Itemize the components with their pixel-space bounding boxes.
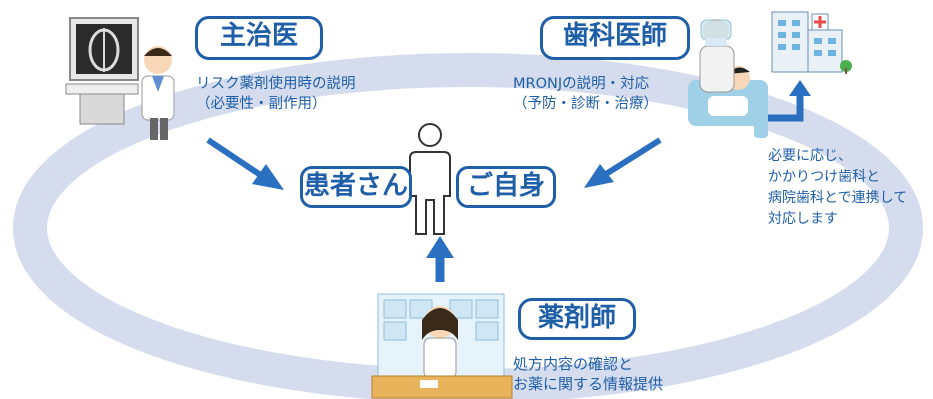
patient-right-box: ご自身: [456, 166, 556, 208]
pharmacist-title-box: 薬剤師: [518, 298, 636, 340]
doctor-title-box: 主治医: [195, 16, 323, 60]
hospital-building-icon: [771, 11, 852, 74]
arrow-dentist-to-patient: [584, 137, 662, 188]
cooperation-line-1: 必要に応じ、: [768, 148, 852, 164]
doctor-line-2: （必要性・副作用）: [196, 96, 327, 112]
dentist-title: 歯科医師: [562, 21, 667, 51]
pharmacist-description: 処方内容の確認と お薬に関する情報提供: [513, 354, 663, 394]
arrow-doctor-to-patient: [206, 137, 284, 190]
patient-silhouette-icon: [409, 123, 451, 235]
doctor-xray-illustration: [65, 17, 175, 140]
dentist-line-1: MRONJの説明・対応: [513, 76, 650, 92]
pharmacist-illustration: [371, 293, 513, 399]
pharmacist-line-1: 処方内容の確認と: [513, 355, 634, 373]
doctor-description: リスク薬剤使用時の説明 （必要性・副作用）: [196, 74, 356, 114]
dentist-patient-illustration: [688, 19, 768, 138]
arrow-pharmacist-to-patient: [426, 236, 454, 282]
pharmacist-title: 薬剤師: [537, 303, 616, 333]
dentist-description: MRONJの説明・対応 （予防・診断・治療）: [513, 74, 658, 114]
cooperation-note: 必要に応じ、 かかりつけ歯科と 病院歯科とで連携して 対応します: [768, 146, 907, 230]
cooperation-line-4: 対応します: [768, 211, 838, 227]
dentist-title-box: 歯科医師: [540, 16, 690, 60]
patient-left-box: 患者さん: [300, 166, 412, 208]
pharmacist-line-2: お薬に関する情報提供: [513, 375, 664, 393]
patient-right-label: ご自身: [466, 171, 545, 201]
patient-left-label: 患者さん: [303, 171, 408, 201]
cooperation-line-3: 病院歯科とで連携して: [768, 190, 908, 206]
doctor-line-1: リスク薬剤使用時の説明: [196, 76, 356, 92]
dentist-line-2: （予防・診断・治療）: [513, 96, 658, 112]
doctor-title: 主治医: [219, 21, 298, 51]
cooperation-line-2: かかりつけ歯科と: [768, 169, 881, 185]
